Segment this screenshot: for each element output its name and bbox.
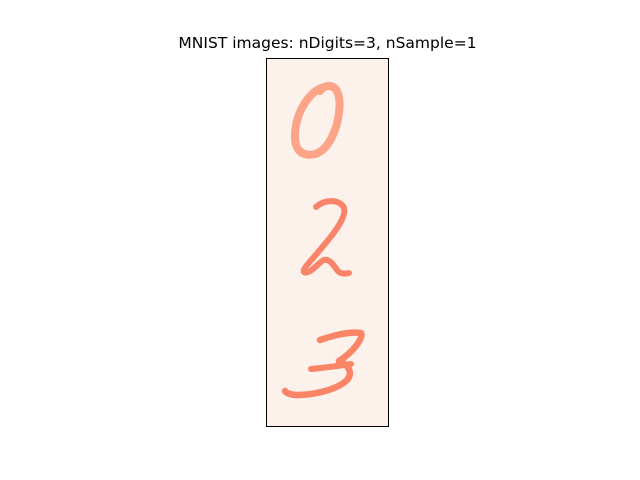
digit-2-image bbox=[300, 198, 352, 277]
digit-3-stroke bbox=[281, 329, 365, 399]
digit-0-image bbox=[290, 82, 344, 159]
digit-0-stroke bbox=[290, 82, 344, 159]
mnist-image-panel bbox=[266, 58, 389, 427]
digit-2-stroke bbox=[300, 198, 352, 277]
figure-title: MNIST images: nDigits=3, nSample=1 bbox=[178, 34, 477, 52]
digit-3-image bbox=[281, 329, 365, 399]
mnist-digit-strip bbox=[267, 59, 388, 426]
digit-3-crossbar bbox=[308, 361, 354, 372]
